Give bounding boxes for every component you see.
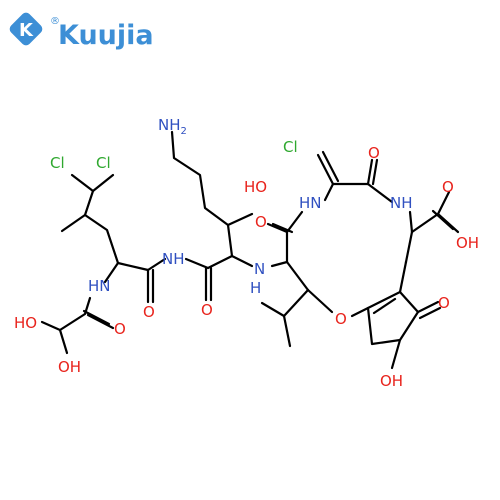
brand-name: Kuujia bbox=[58, 20, 154, 51]
atom-cl-3: Cl bbox=[283, 138, 298, 156]
trademark-symbol: ® bbox=[50, 16, 60, 27]
atom-n-chain: N bbox=[254, 260, 265, 278]
atom-diol-ho: HO bbox=[14, 314, 37, 332]
atom-oh-bottom: OH bbox=[380, 372, 403, 390]
atom-o-ether: O bbox=[335, 310, 347, 328]
bond-lines bbox=[40, 130, 460, 370]
atom-cooh-oh: OH bbox=[456, 234, 479, 252]
atom-o-amide-2: O bbox=[201, 301, 213, 319]
svg-text:K: K bbox=[19, 20, 34, 41]
atom-nh-mid: NH bbox=[162, 250, 185, 268]
atom-o-ring-carbonyl: O bbox=[255, 213, 267, 231]
atom-labels: Cl Cl Cl NH2 HN NH N H HN NH HO O O O O … bbox=[14, 116, 479, 390]
atom-hn-ring: HN bbox=[299, 194, 322, 212]
atom-cooh-o: O bbox=[442, 178, 454, 196]
atom-cl-1: Cl bbox=[50, 154, 65, 172]
brand-logo: K Kuujia ® bbox=[9, 12, 154, 51]
atom-nh-ring: NH bbox=[390, 194, 413, 212]
atom-hn-left: HN bbox=[88, 277, 111, 295]
atom-nh2: NH2 bbox=[158, 116, 187, 137]
atom-o-amide-1: O bbox=[143, 303, 155, 321]
atom-o-ketone: O bbox=[438, 294, 450, 312]
atom-cl-2: Cl bbox=[96, 154, 111, 172]
atom-h-chain: H bbox=[250, 279, 261, 297]
atom-oh-side: HO bbox=[244, 178, 267, 196]
atom-diol-oh-1: OH bbox=[58, 358, 81, 376]
atom-o-glyoxyl: O bbox=[114, 320, 126, 338]
atom-o-top-carbonyl: O bbox=[368, 144, 380, 162]
kuujia-logo-icon: K bbox=[9, 12, 43, 46]
